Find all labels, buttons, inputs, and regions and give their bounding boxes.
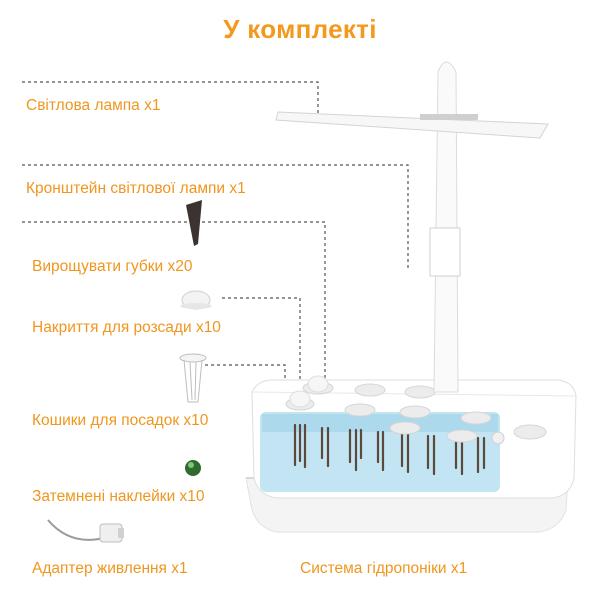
power-adapter-icon	[47, 519, 124, 543]
dark-sticker-icon	[185, 460, 201, 476]
item-label-lamp-bracket: Кронштейн світлової лампи x1	[26, 180, 246, 197]
item-label-power-adapter: Адаптер живлення x1	[32, 560, 188, 577]
lamp-bracket	[429, 61, 461, 393]
seedling-dome-icon	[180, 290, 212, 310]
item-label-planting-basket: Кошики для посадок x10	[32, 412, 209, 429]
item-label-hydroponic-system: Система гідропоніки x1	[300, 560, 468, 577]
planting-basket-icon	[179, 353, 207, 403]
leader-lines	[22, 81, 409, 412]
item-label-dark-sticker: Затемнені наклейки x10	[32, 488, 205, 505]
item-label-grow-sponge: Вирощувати губки x20	[32, 258, 193, 275]
hydroponic-system	[251, 375, 577, 499]
grow-sponge-icon	[186, 200, 202, 246]
lamp-panel	[275, 111, 549, 139]
page-title: У комплекті	[223, 14, 377, 44]
item-label-seedling-dome: Накриття для розсади x10	[32, 319, 221, 336]
item-label-lamp-panel: Світлова лампа x1	[26, 97, 161, 114]
